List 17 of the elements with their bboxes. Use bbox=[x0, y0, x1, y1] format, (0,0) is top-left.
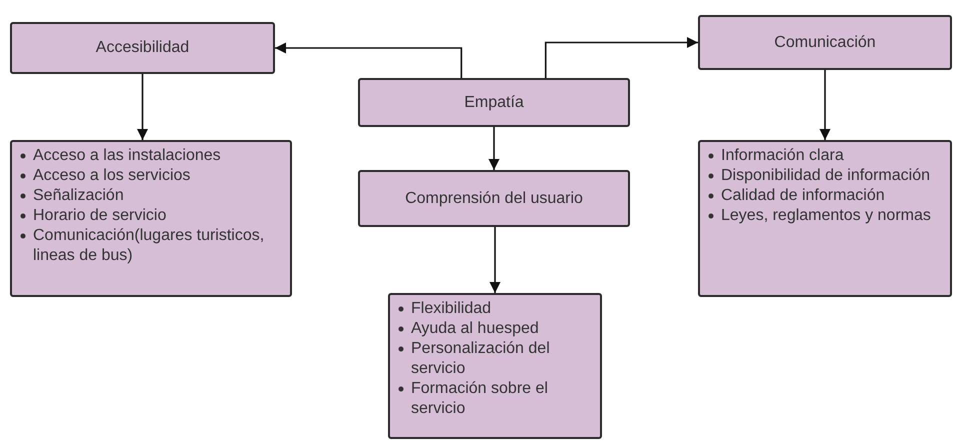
concept-box bbox=[358, 78, 630, 127]
box-title: Comunicación bbox=[774, 34, 876, 52]
box-title: Empatía bbox=[464, 94, 524, 112]
concept-box bbox=[358, 170, 630, 227]
arrow bbox=[544, 36, 698, 78]
arrow bbox=[488, 127, 500, 170]
arrow bbox=[275, 42, 462, 78]
box-title: Comprensión del usuario bbox=[405, 190, 583, 208]
bullet-list-box bbox=[10, 140, 292, 297]
arrow bbox=[819, 70, 831, 140]
bullet-list-box bbox=[388, 293, 602, 439]
bullet-list-box bbox=[698, 140, 952, 297]
arrow bbox=[136, 74, 148, 140]
arrow bbox=[489, 227, 501, 293]
concept-box bbox=[10, 22, 275, 74]
box-title: Accesibilidad bbox=[96, 39, 190, 57]
concept-box bbox=[698, 15, 952, 70]
